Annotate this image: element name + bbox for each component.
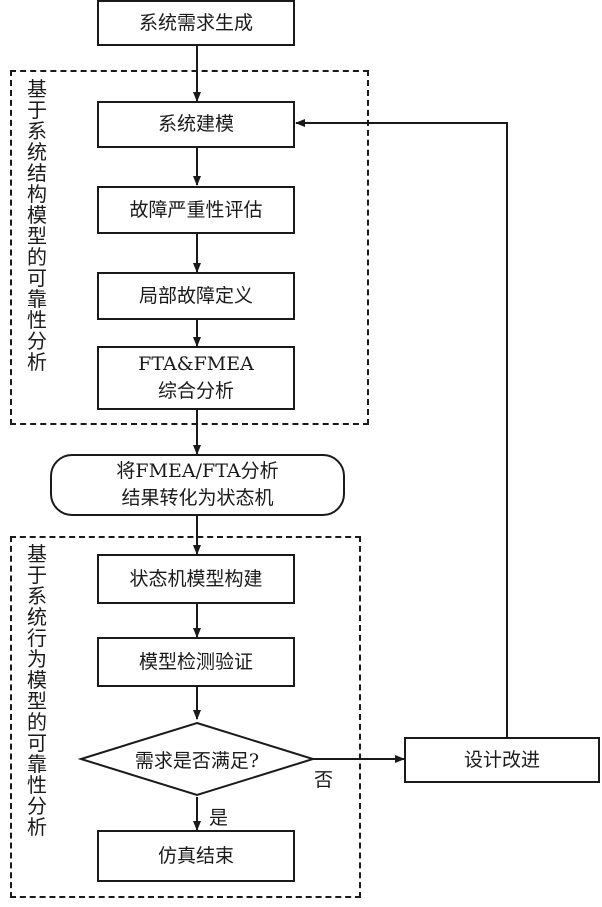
- group-label-char: 行: [27, 626, 47, 650]
- group-label-char: 于: [27, 563, 47, 587]
- group-label-char: 的: [27, 245, 47, 269]
- group-label-char: 基: [27, 542, 47, 566]
- group-label-char: 模: [27, 668, 47, 692]
- no-label: 否: [314, 769, 334, 791]
- group-label-char: 分: [27, 329, 47, 353]
- decision-diamond: [77, 721, 317, 797]
- severity-text: 故障严重性评估: [129, 198, 263, 221]
- group-label-char: 型: [27, 689, 47, 713]
- fta-fmea-text-1: FTA&FMEA: [138, 353, 254, 375]
- convert-node: 将FMEA/FTA分析 结果转化为状态机: [50, 454, 345, 516]
- arrow-improve-to-modeling: [295, 119, 508, 737]
- group-label-char: 性: [27, 308, 47, 332]
- requirements-node: 系统需求生成: [97, 0, 295, 46]
- group-label-char: 分: [27, 794, 47, 818]
- fta-fmea-text-2: 综合分析: [157, 380, 234, 402]
- modeling-node: 系统建模: [97, 101, 295, 148]
- decision-text: 需求是否满足?: [134, 750, 260, 772]
- behavior-group-label: 基于系统行为模型的可靠性分析: [24, 544, 50, 838]
- group-label-char: 构: [27, 182, 47, 206]
- convert-text-2: 结果转化为状态机: [121, 487, 274, 509]
- group-label-char: 靠: [27, 287, 47, 311]
- group-label-char: 型: [27, 224, 47, 248]
- group-label-char: 系: [27, 584, 47, 608]
- severity-node: 故障严重性评估: [97, 186, 295, 234]
- group-label-char: 可: [27, 266, 47, 290]
- model-check-text: 模型检测验证: [138, 650, 253, 673]
- end-node: 仿真结束: [97, 830, 295, 882]
- convert-text-1: 将FMEA/FTA分析: [116, 460, 279, 482]
- behavior-reliability-group: [10, 536, 361, 898]
- yes-label: 是: [209, 807, 229, 829]
- group-label-char: 于: [27, 98, 47, 122]
- group-label-char: 靠: [27, 752, 47, 776]
- improve-node: 设计改进: [404, 737, 600, 783]
- state-machine-text: 状态机模型构建: [129, 567, 263, 590]
- improve-text: 设计改进: [463, 748, 540, 771]
- state-machine-node: 状态机模型构建: [97, 554, 295, 604]
- model-check-node: 模型检测验证: [97, 637, 295, 687]
- group-label-char: 基: [27, 77, 47, 101]
- requirements-text: 系统需求生成: [138, 11, 253, 34]
- structure-group-label: 基于系统结构模型的可靠性分析: [24, 79, 50, 373]
- modeling-text: 系统建模: [157, 113, 234, 135]
- local-fault-text: 局部故障定义: [138, 284, 253, 307]
- group-label-char: 的: [27, 710, 47, 734]
- fta-fmea-node: FTA&FMEA 综合分析: [97, 346, 295, 410]
- group-label-char: 性: [27, 773, 47, 797]
- end-text: 仿真结束: [157, 844, 234, 867]
- group-label-char: 系: [27, 119, 47, 143]
- local-fault-node: 局部故障定义: [97, 272, 295, 320]
- group-label-char: 可: [27, 731, 47, 755]
- group-label-char: 统: [27, 605, 47, 629]
- group-label-char: 析: [27, 350, 47, 374]
- group-label-char: 结: [27, 161, 47, 185]
- group-label-char: 模: [27, 203, 47, 227]
- structure-reliability-group: [10, 70, 369, 425]
- group-label-char: 统: [27, 140, 47, 164]
- group-label-char: 为: [27, 647, 47, 671]
- group-label-char: 析: [27, 815, 47, 839]
